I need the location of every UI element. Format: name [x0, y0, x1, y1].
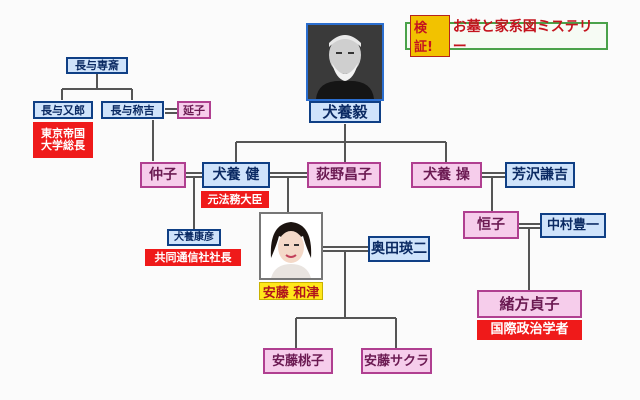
title-international-political-scientist: 国際政治学者: [477, 320, 582, 340]
title-text: お墓と家系図ミステリー: [452, 19, 593, 55]
person-inukai-tsuyoshi: 犬養毅: [309, 101, 381, 123]
person-nakako: 仲子: [140, 162, 186, 188]
portrait-woman-image: [261, 214, 321, 278]
title-former-justice-minister: 元法務大臣: [201, 191, 269, 208]
segment-title: 検証! お墓と家系図ミステリー: [405, 15, 608, 57]
title-kyodo-news-president: 共同通信社社長: [145, 249, 241, 266]
person-nagayo-shokichi: 長与称吉: [101, 101, 164, 119]
person-nagayo-mataro: 長与又郎: [33, 101, 93, 119]
person-okuda-eiji: 奥田瑛二: [368, 236, 430, 262]
portrait-elderly-man-image: [308, 25, 382, 99]
person-nobuko: 延子: [177, 101, 211, 119]
portrait-inukai-tsuyoshi: [306, 23, 384, 101]
person-nagayo-sensai: 長与専斎: [66, 57, 128, 74]
person-ogino-masako: 荻野昌子: [307, 162, 381, 188]
person-inukai-ken: 犬養 健: [202, 162, 270, 188]
person-yoshizawa-kenkichi: 芳沢謙吉: [505, 162, 575, 188]
person-inukai-misao: 犬養 操: [411, 162, 482, 188]
person-inukai-yasuhiko: 犬養康彦: [167, 229, 221, 246]
person-ando-sakura: 安藤サクラ: [361, 348, 432, 374]
portrait-ando-kazu: [259, 212, 323, 280]
title-badge: 検証!: [410, 15, 450, 57]
title-tokyo-university-president: 東京帝国 大学総長: [33, 122, 93, 158]
person-ando-momoko: 安藤桃子: [263, 348, 333, 374]
person-ando-kazu: 安藤 和津: [259, 282, 323, 301]
person-tsuneko: 恒子: [463, 211, 519, 239]
person-ogata-sadako: 緒方貞子: [477, 290, 582, 318]
person-nakamura-toyoichi: 中村豊一: [540, 213, 606, 238]
